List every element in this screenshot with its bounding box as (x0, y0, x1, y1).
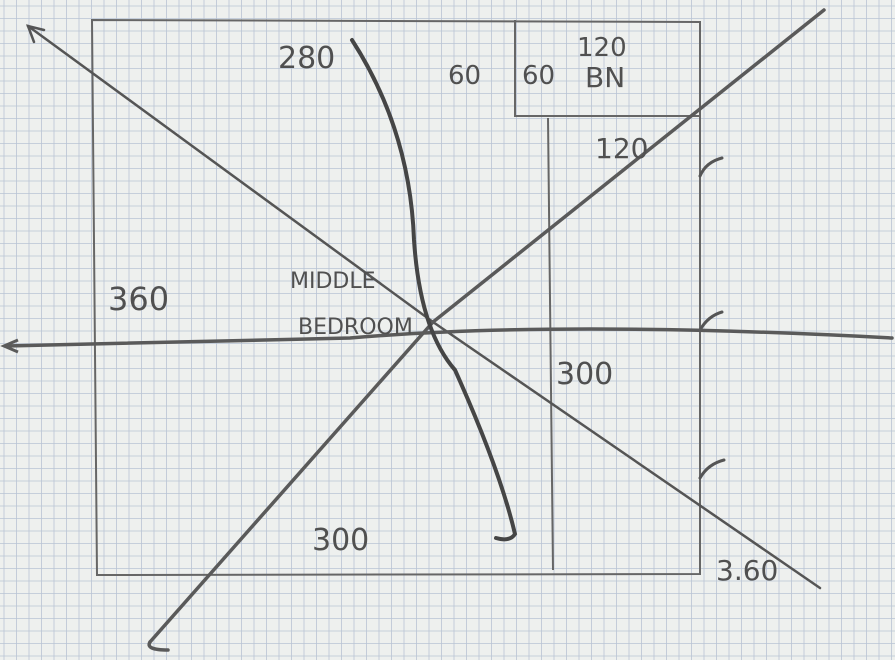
label-bottom-300: 300 (312, 523, 369, 558)
room-outline (90, 18, 701, 577)
label-right-120: 120 (595, 132, 648, 165)
arrow-head-left (0, 338, 19, 354)
arrow-head-top-left (25, 24, 46, 44)
horizontal-axis (4, 327, 894, 348)
label-bottom-right: 3.60 (716, 554, 778, 587)
label-left-dimension: 360 (108, 280, 169, 318)
label-room-name-line2: BEDROOM (298, 315, 413, 340)
label-bn-value: 120 (577, 33, 627, 63)
label-top-dimension: 280 (278, 41, 335, 76)
label-bn: BN (585, 61, 625, 94)
label-room-name-line1: MIDDLE (290, 269, 376, 294)
label-top-left-60: 60 (448, 61, 481, 91)
bn-cupboard-outline (514, 20, 700, 117)
right-wall-ticks (698, 156, 726, 480)
inner-wall-line (547, 117, 554, 571)
arrow-head-bottom-left (147, 640, 170, 652)
label-right-300: 300 (556, 357, 613, 392)
diagonal-axis-bottom-left-to-top-right (148, 8, 826, 644)
vertical-curve-axis (350, 38, 518, 542)
label-top-right-60: 60 (522, 61, 555, 91)
